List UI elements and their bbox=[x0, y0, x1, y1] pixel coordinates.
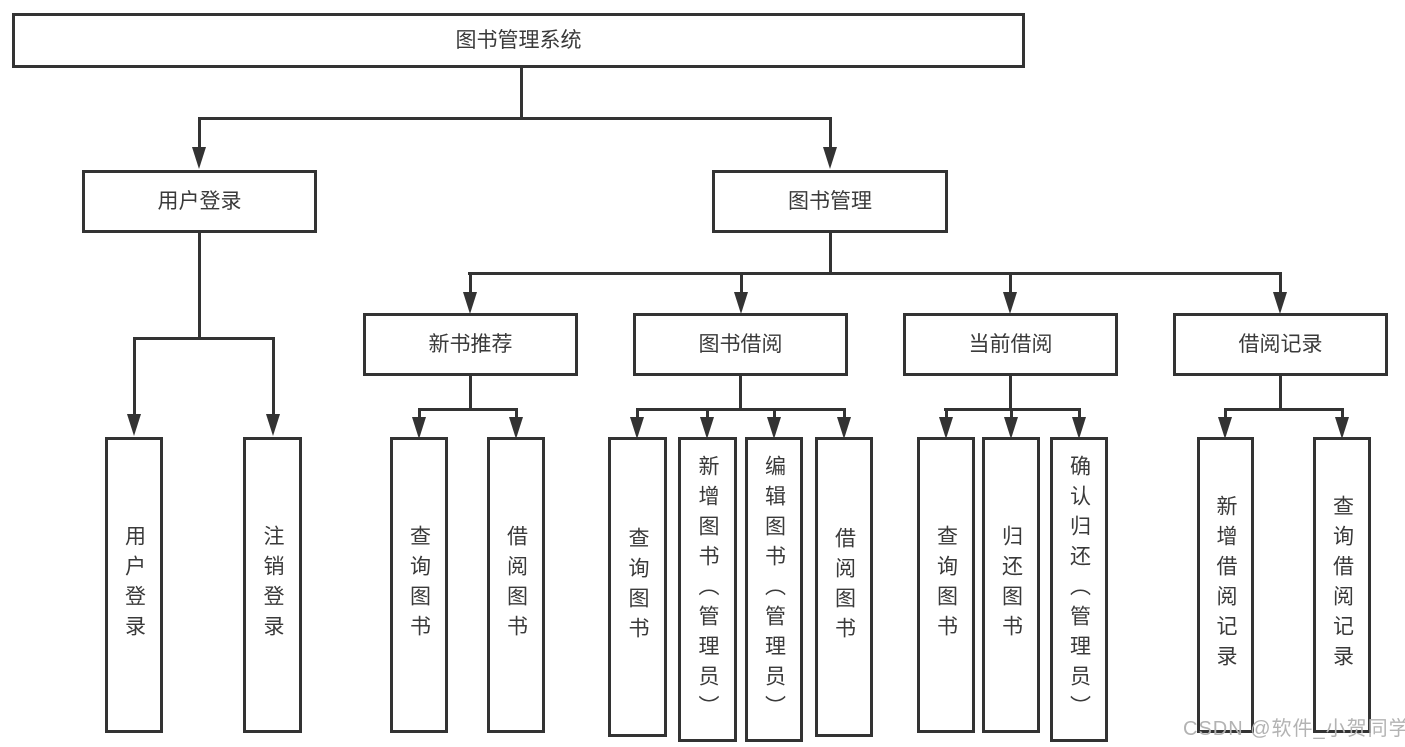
connector-user-login-stem bbox=[198, 233, 201, 337]
node-current-borrow: 当前借阅 bbox=[903, 313, 1118, 376]
node-borrow-record: 借阅记录 bbox=[1173, 313, 1388, 376]
arrowhead-down-icon bbox=[700, 417, 714, 439]
arrowhead-down-icon bbox=[509, 417, 523, 439]
connector-drop bbox=[1224, 408, 1227, 417]
arrowhead-down-icon bbox=[823, 147, 837, 169]
node-new-book-recommend: 新书推荐 bbox=[363, 313, 578, 376]
connector-drop bbox=[636, 408, 639, 417]
arrowhead-down-icon bbox=[192, 147, 206, 169]
connector-drop bbox=[843, 408, 846, 417]
connector-new-book-stem bbox=[469, 376, 472, 411]
node-cb-confirm-return-admin: 确认归还（管理员） bbox=[1050, 437, 1108, 742]
node-br-query-record: 查询借阅记录 bbox=[1313, 437, 1371, 733]
node-logout: 注销登录 bbox=[243, 437, 302, 733]
arrowhead-down-icon bbox=[630, 417, 644, 439]
connector-drop bbox=[706, 408, 709, 417]
arrowhead-down-icon bbox=[1072, 417, 1086, 439]
connector-drop-borrow-record bbox=[1279, 272, 1282, 292]
connector-drop bbox=[773, 408, 776, 417]
arrowhead-down-icon bbox=[412, 417, 426, 439]
node-bb-edit-book-admin: 编辑图书（管理员） bbox=[745, 437, 803, 742]
node-bb-query-books: 查询图书 bbox=[608, 437, 667, 737]
node-user-login: 用户登录 bbox=[82, 170, 317, 233]
connector-drop-book-borrow bbox=[740, 272, 743, 292]
connector-drop-book-management bbox=[829, 117, 832, 147]
connector-drop bbox=[418, 408, 421, 417]
node-library-system: 图书管理系统 bbox=[12, 13, 1025, 68]
connector-book-borrow-stem bbox=[739, 376, 742, 411]
connector-drop-logout bbox=[272, 337, 275, 414]
connector-borrow-record-rail bbox=[1224, 408, 1343, 411]
connector-user-login-rail bbox=[133, 337, 275, 340]
node-nb-query-books: 查询图书 bbox=[390, 437, 448, 733]
connector-drop bbox=[1341, 408, 1344, 417]
node-cb-return-books: 归还图书 bbox=[982, 437, 1040, 733]
connector-borrow-record-stem bbox=[1279, 376, 1282, 411]
connector-current-borrow-stem bbox=[1009, 376, 1012, 411]
connector-new-book-rail bbox=[418, 408, 517, 411]
node-br-add-record: 新增借阅记录 bbox=[1197, 437, 1254, 733]
node-cb-query-books: 查询图书 bbox=[917, 437, 975, 733]
arrowhead-down-icon bbox=[1335, 417, 1349, 439]
node-bb-add-book-admin: 新增图书（管理员） bbox=[678, 437, 737, 742]
arrowhead-down-icon bbox=[837, 417, 851, 439]
connector-drop-new-book bbox=[469, 272, 472, 292]
connector-drop bbox=[1078, 408, 1081, 417]
connector-level3-rail bbox=[468, 272, 1282, 275]
arrowhead-down-icon bbox=[1004, 417, 1018, 439]
arrowhead-down-icon bbox=[463, 292, 477, 314]
connector-drop bbox=[1010, 408, 1013, 417]
connector-drop-current-borrow bbox=[1009, 272, 1012, 292]
arrowhead-down-icon bbox=[1273, 292, 1287, 314]
node-nb-borrow-books: 借阅图书 bbox=[487, 437, 545, 733]
arrowhead-down-icon bbox=[1003, 292, 1017, 314]
connector-drop-login bbox=[133, 337, 136, 414]
connector-book-management-stem bbox=[829, 233, 832, 272]
node-book-management: 图书管理 bbox=[712, 170, 948, 233]
arrowhead-down-icon bbox=[767, 417, 781, 439]
connector-book-borrow-rail bbox=[636, 408, 845, 411]
node-book-borrow: 图书借阅 bbox=[633, 313, 848, 376]
connector-level2-rail bbox=[198, 117, 832, 120]
arrowhead-down-icon bbox=[127, 414, 141, 436]
connector-drop bbox=[515, 408, 518, 417]
arrowhead-down-icon bbox=[1218, 417, 1232, 439]
arrowhead-down-icon bbox=[266, 414, 280, 436]
arrowhead-down-icon bbox=[939, 417, 953, 439]
watermark: CSDN @软件_小贺同学 bbox=[1183, 718, 1405, 740]
node-bb-borrow-books: 借阅图书 bbox=[815, 437, 873, 737]
connector-root-stem bbox=[520, 68, 523, 117]
arrowhead-down-icon bbox=[734, 292, 748, 314]
connector-drop bbox=[945, 408, 948, 417]
connector-drop-user-login bbox=[198, 117, 201, 147]
node-login: 用户登录 bbox=[105, 437, 163, 733]
